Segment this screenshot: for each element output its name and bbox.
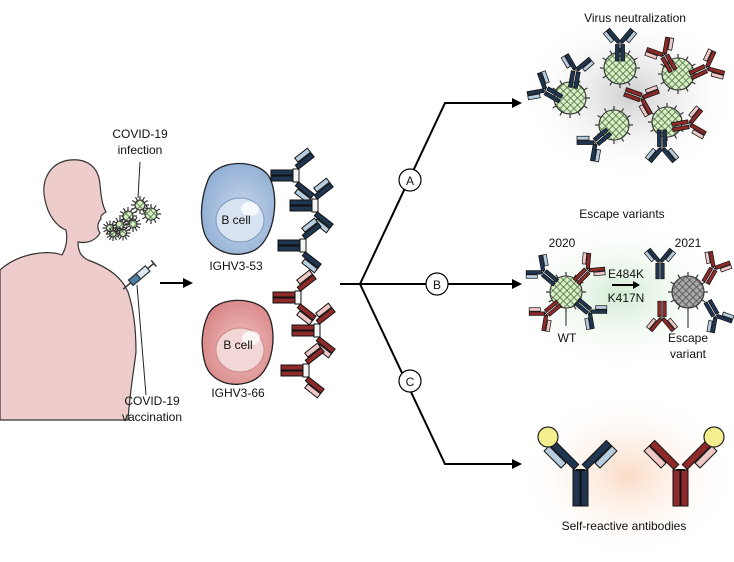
antibody-icon — [645, 300, 679, 333]
antibody-icon — [701, 250, 733, 286]
mutation-k417n: K417N — [608, 291, 645, 305]
antibody-icon — [560, 53, 595, 89]
secreted-antibody-icon — [289, 177, 334, 234]
ighv353-antibodies — [270, 147, 334, 274]
antibody-icon — [602, 27, 638, 62]
escape-glow — [510, 215, 730, 375]
ighv366-label: IGHV3-66 — [211, 386, 265, 400]
antibody-icon — [644, 129, 680, 164]
secreted-antibody-icon — [280, 342, 325, 399]
antibody-icon — [623, 85, 660, 118]
infection-virus-icon — [106, 227, 120, 241]
mutation-e484k: E484K — [608, 267, 644, 281]
antibody-icon — [703, 298, 734, 334]
infection-virus-icon — [141, 204, 161, 224]
branch-c-marker: C — [398, 369, 422, 393]
self-reactive-glow — [518, 390, 734, 560]
vaccination-label-2: vaccination — [122, 410, 182, 424]
antibody-icon — [576, 127, 613, 163]
secreted-antibody-icon — [270, 147, 315, 204]
self-reactive-panel — [537, 426, 725, 507]
antibody-icon — [671, 105, 707, 140]
escape-variant-label-2: variant — [670, 347, 707, 361]
antibody-icon — [573, 297, 608, 331]
branch-a-marker: A — [398, 168, 422, 192]
bcell-ighv366 — [201, 299, 274, 385]
wt-virus-icon — [546, 272, 586, 312]
escape-virus-icon — [668, 272, 708, 312]
bcell-label-red: B cell — [223, 338, 252, 352]
infection-pointer — [137, 161, 141, 199]
vaccination-pointer — [136, 284, 147, 396]
vaccination-label-1: COVID-19 — [124, 394, 180, 408]
virus-icon — [600, 48, 640, 88]
antibody-icon — [644, 36, 678, 74]
bcell-ighv353 — [200, 162, 276, 255]
ighv353-label: IGHV3-53 — [209, 259, 263, 273]
antibody-icon — [643, 247, 677, 280]
infection-virus-icon — [115, 225, 131, 241]
infection-virus-icon — [125, 216, 141, 232]
antibody-icon — [525, 253, 560, 287]
syringe-icon — [122, 259, 157, 290]
bcell-label-blue: B cell — [221, 213, 250, 227]
antibody-icon — [688, 48, 726, 81]
branch-a-label: A — [406, 174, 414, 188]
secreted-antibody-icon — [272, 269, 317, 326]
wt-label: WT — [558, 331, 577, 345]
secreted-antibody-icon — [277, 217, 322, 274]
self-reactive-title: Self-reactive antibodies — [562, 519, 687, 533]
antibody-icon — [572, 252, 606, 286]
escape-variants-title: Escape variants — [579, 207, 664, 221]
self-antigen-icon — [537, 426, 559, 448]
person-silhouette — [0, 159, 137, 421]
self-reactive-antibody-icon — [643, 426, 725, 507]
virus-neutralization-title: Virus neutralization — [584, 11, 686, 25]
branch-c-label: C — [406, 375, 415, 389]
mutation-arrow — [612, 281, 640, 289]
escape-variant-label-1: Escape — [668, 331, 708, 345]
arrow-to-bcells — [160, 278, 193, 288]
ighv366-antibodies — [272, 269, 336, 399]
self-antigen-icon — [703, 426, 725, 448]
year-2021-label: 2021 — [675, 236, 702, 250]
virus-icon — [658, 54, 698, 94]
infection-label-2: infection — [118, 143, 163, 157]
infection-label-1: COVID-19 — [112, 127, 168, 141]
year-2020-label: 2020 — [549, 236, 576, 250]
self-reactive-antibody-icon — [537, 426, 618, 507]
branch-b-label: B — [433, 278, 441, 292]
escape-panel — [525, 247, 734, 334]
antibody-icon — [528, 299, 563, 333]
branch-b-marker: B — [425, 272, 449, 296]
infection-particles — [102, 196, 161, 241]
neutralization-panel — [526, 27, 726, 164]
antibody-icon — [526, 70, 564, 104]
